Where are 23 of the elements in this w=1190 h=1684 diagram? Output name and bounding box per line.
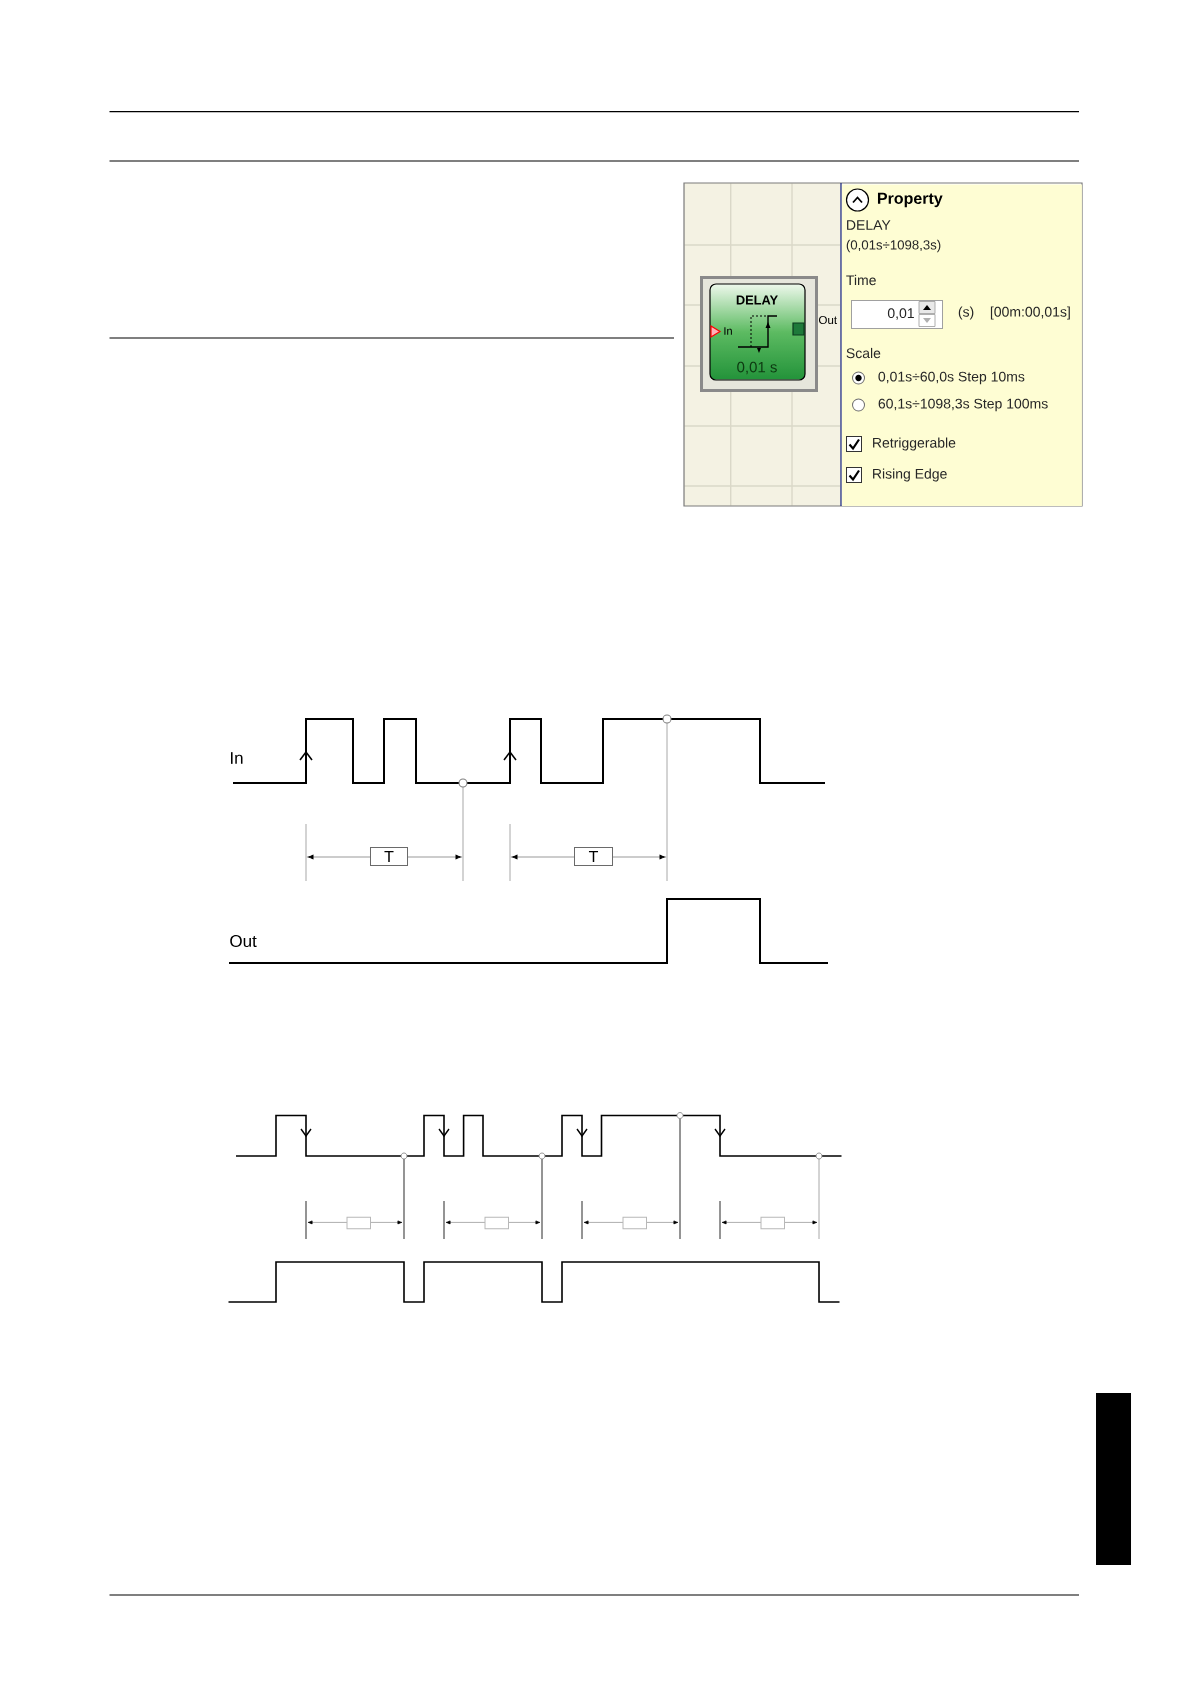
checkbox-label: Rising Edge	[873, 468, 947, 482]
time-box	[760, 1216, 785, 1230]
signal-label: In	[230, 752, 243, 764]
time-value: 0,01 s	[737, 361, 777, 375]
option-label: 0,01s÷60,0s Step 10ms	[878, 371, 1025, 385]
time-readout: [00m:00,01s]	[990, 306, 1070, 320]
port-label: In	[724, 327, 732, 335]
unit-label: (s)	[958, 306, 974, 320]
time-box	[622, 1216, 647, 1230]
block-title: DELAY	[736, 295, 778, 305]
option-label: 60,1s÷1098,3s Step 100ms	[878, 398, 1048, 412]
port-label: Out	[818, 315, 837, 325]
field-label: Scale	[846, 347, 881, 359]
panel-heading: Property	[877, 192, 943, 208]
block-name: DELAY	[847, 220, 891, 230]
time-box	[346, 1216, 371, 1230]
time-box	[484, 1216, 509, 1230]
time-box: T	[370, 847, 408, 866]
field-label: Time	[846, 274, 876, 286]
range-text: (0,01s÷1098,3s)	[846, 239, 941, 253]
time-box: T	[574, 847, 613, 866]
checkbox-label: Retriggerable	[873, 437, 956, 451]
signal-label: Out	[230, 935, 257, 947]
